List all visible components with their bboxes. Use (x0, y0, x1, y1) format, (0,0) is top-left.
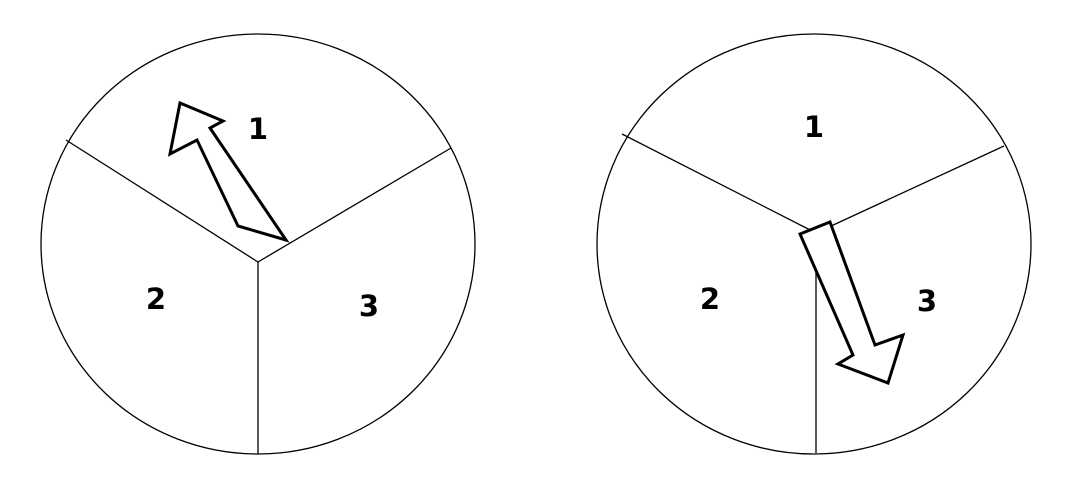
spinner-right: 1 2 3 (596, 33, 1032, 455)
spinner-left: 1 2 3 (40, 33, 476, 455)
spinner-right-label-3: 3 (917, 284, 937, 318)
spinner-left-divider-upper-right (257, 147, 452, 263)
spinner-right-label-1: 1 (804, 110, 824, 144)
spinner-left-divider-upper-left (65, 139, 259, 263)
spinner-right-divider-upper-right (815, 145, 1005, 234)
spinner-left-label-2: 2 (146, 282, 166, 316)
spinner-left-label-1: 1 (248, 112, 268, 146)
spinner-right-arrow (798, 220, 906, 385)
spinner-left-label-3: 3 (359, 289, 379, 323)
spinner-right-label-2: 2 (700, 282, 720, 316)
spinner-right-divider-upper-left (621, 133, 817, 234)
spinner-left-arrow (167, 100, 290, 243)
